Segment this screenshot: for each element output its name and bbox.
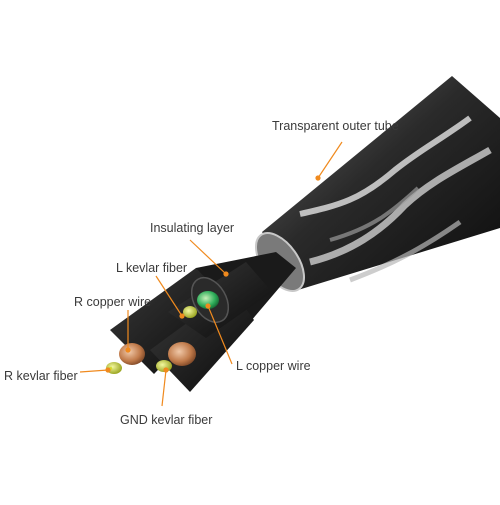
- label-l-kevlar: L kevlar fiber: [116, 261, 187, 275]
- leader-insulating: [189, 239, 227, 275]
- label-l-copper: L copper wire: [236, 359, 311, 373]
- dot-r-kevlar: [105, 367, 111, 373]
- r-copper-wire: [105, 343, 145, 374]
- label-outer-tube: Transparent outer tube: [272, 119, 399, 133]
- dot-outer-tube: [315, 175, 321, 181]
- leader-gnd-kevlar: [161, 369, 167, 407]
- label-insulating: Insulating layer: [150, 221, 234, 235]
- leader-outer-tube: [317, 141, 343, 179]
- dot-l-kevlar: [179, 313, 185, 319]
- label-r-copper: R copper wire: [74, 295, 151, 309]
- l-copper-wire: [183, 291, 219, 318]
- dot-insulating: [223, 271, 229, 277]
- leader-l-kevlar: [155, 275, 183, 317]
- leader-r-kevlar: [79, 369, 109, 373]
- dot-gnd-kevlar: [163, 367, 169, 373]
- dot-l-copper: [205, 303, 211, 309]
- label-r-kevlar: R kevlar fiber: [4, 369, 78, 383]
- leader-l-copper: [207, 305, 233, 365]
- label-gnd-kevlar: GND kevlar fiber: [120, 413, 212, 427]
- dot-r-copper: [125, 347, 131, 353]
